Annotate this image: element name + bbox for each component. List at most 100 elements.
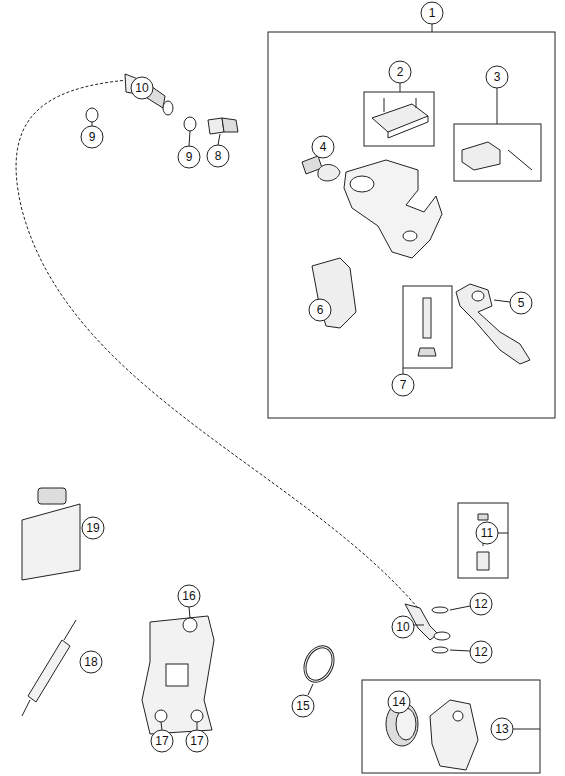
mount-hole xyxy=(191,710,203,722)
callout-number: 4 xyxy=(320,141,327,153)
leader-line xyxy=(450,606,470,610)
group-frame xyxy=(364,92,434,146)
callout-circle xyxy=(82,517,104,539)
slave-cylinder xyxy=(430,700,478,770)
bleed-cap xyxy=(478,514,488,520)
callout-circle xyxy=(486,66,508,88)
brake-caliper xyxy=(142,616,214,734)
clamp-pin xyxy=(508,150,532,170)
banjo-eye xyxy=(163,101,173,115)
fluid-bottle xyxy=(22,504,80,580)
o-ring xyxy=(298,641,339,687)
leader-line xyxy=(497,88,498,124)
leader-line xyxy=(432,24,433,32)
callout-number: 18 xyxy=(84,656,97,668)
screw xyxy=(384,98,385,112)
leader-line xyxy=(308,684,313,695)
callout-circle xyxy=(388,691,410,713)
leader-line xyxy=(513,729,540,730)
banjo-bolt xyxy=(222,118,238,132)
mount-hole xyxy=(155,710,167,722)
callout-circle xyxy=(80,651,102,673)
bleed-port xyxy=(183,618,197,632)
port xyxy=(453,711,463,721)
callout-circle xyxy=(309,299,331,321)
callout-circle xyxy=(470,593,492,615)
callout-number: 7 xyxy=(400,379,407,391)
callout-number: 9 xyxy=(89,131,96,143)
screw xyxy=(416,98,417,108)
callout-number: 17 xyxy=(190,735,203,747)
nut xyxy=(418,348,436,356)
pivot-pin xyxy=(423,298,431,338)
bore xyxy=(350,176,374,192)
callout-circle xyxy=(470,641,492,663)
bottle-cap xyxy=(38,488,66,504)
callout-number: 2 xyxy=(397,66,404,78)
bleed-screw xyxy=(477,552,489,570)
reservoir-cover xyxy=(372,104,428,132)
callout-circle xyxy=(389,61,411,83)
callout-circle xyxy=(392,616,414,638)
callout-number: 12 xyxy=(474,646,487,658)
brake-hose xyxy=(16,80,418,608)
callout-number: 12 xyxy=(474,598,487,610)
callout-number: 15 xyxy=(296,700,309,712)
leader-line xyxy=(218,134,220,145)
syringe-tip xyxy=(22,700,30,716)
callout-circle xyxy=(131,77,153,99)
caliper-window xyxy=(166,664,188,686)
leader-line xyxy=(92,122,93,126)
callout-circle xyxy=(421,2,443,24)
callout-number: 16 xyxy=(182,590,195,602)
sealing-washer xyxy=(432,647,448,653)
banjo-eye xyxy=(434,632,450,640)
reservoir-cover xyxy=(388,116,428,138)
callout-circle xyxy=(186,730,208,752)
group-frame xyxy=(403,286,452,368)
callout-number: 10 xyxy=(135,82,148,94)
syringe-plunger xyxy=(64,620,76,640)
sealing-washer xyxy=(432,607,448,613)
handlebar-clamp xyxy=(462,142,500,170)
leader-line xyxy=(161,722,162,730)
leader-line xyxy=(189,607,190,618)
bore xyxy=(403,231,417,241)
callout-number: 11 xyxy=(481,527,493,539)
callout-circle xyxy=(292,695,314,717)
callout-circle xyxy=(178,585,200,607)
callout-circle xyxy=(312,136,334,158)
callout-number: 14 xyxy=(392,696,405,708)
callout-circle xyxy=(510,292,532,314)
callout-number: 9 xyxy=(186,151,193,163)
callout-circle xyxy=(81,126,103,148)
group-frame xyxy=(458,503,508,578)
syringe xyxy=(28,640,70,702)
master-cylinder xyxy=(344,160,442,258)
callout-number: 8 xyxy=(215,150,222,162)
leader-line xyxy=(197,722,198,730)
callout-number: 17 xyxy=(155,735,168,747)
group-frame xyxy=(362,680,540,773)
callout-number: 3 xyxy=(494,71,501,83)
leader-line xyxy=(189,131,190,146)
callout-number: 10 xyxy=(396,621,409,633)
pivot xyxy=(472,291,484,301)
callout-number: 6 xyxy=(317,304,324,316)
leader-line xyxy=(450,650,470,651)
sealing-washer xyxy=(86,108,98,122)
leader-line xyxy=(403,368,404,374)
o-ring xyxy=(301,644,337,685)
callout-circle xyxy=(392,374,414,396)
callout-circle xyxy=(178,146,200,168)
leader-line xyxy=(494,300,510,302)
adjuster-knob xyxy=(318,165,340,181)
callout-number: 1 xyxy=(429,7,436,19)
group-frame xyxy=(454,124,541,181)
leader-line xyxy=(400,83,401,92)
sealing-washer xyxy=(184,117,196,131)
leader-line xyxy=(414,625,424,626)
callout-circle xyxy=(476,522,498,544)
group-frame xyxy=(268,32,555,418)
